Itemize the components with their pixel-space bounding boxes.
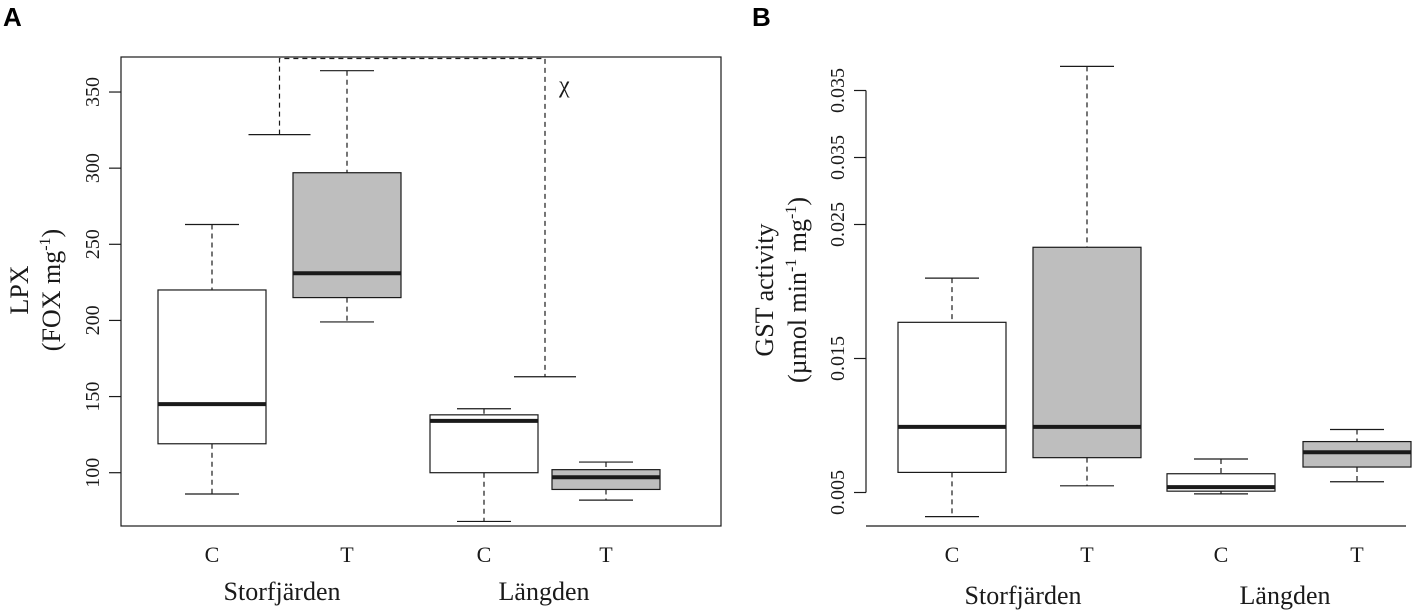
x-category-label: T: [1080, 542, 1094, 567]
panel-b-y-axis: 0.005 0.015 0.025 0.035 0.035: [827, 68, 867, 515]
box-storfjrden-c: [897, 277, 1007, 518]
panel-a-significance-bracket: χ: [248, 57, 576, 378]
x-category-label: T: [599, 542, 613, 567]
panel-a-ylabel-line1: LPX: [5, 265, 34, 314]
box-storfjrden-t: [292, 70, 402, 323]
y-tick-label: 250: [82, 229, 104, 259]
iqr-box: [157, 289, 267, 445]
bracket-dashed-line: [278, 57, 546, 377]
panel-b-ylabel-line2-end: ): [783, 197, 812, 206]
x-category-label: C: [945, 542, 960, 567]
panel-b-y-axis-title: GST activity (µmol min-1 mg-1): [750, 197, 812, 383]
box-storfjrden-t: [1032, 65, 1142, 487]
panel-b-ylabel-line2-sup1: -1: [783, 259, 800, 272]
panel-b-ylabel-line1: GST activity: [750, 223, 779, 356]
y-tick-label: 200: [82, 305, 104, 335]
iqr-box: [551, 469, 661, 491]
x-group-label: Storfjärden: [965, 581, 1082, 610]
panel-a-ylabel-line2: (FOX mg-1): [37, 229, 66, 351]
x-category-label: T: [1350, 542, 1364, 567]
x-category-label: C: [205, 542, 220, 567]
x-category-label: T: [340, 542, 354, 567]
bracket-significance-symbol: χ: [558, 73, 570, 99]
x-category-label: C: [477, 542, 492, 567]
y-tick-label: 100: [82, 458, 104, 488]
iqr-box: [429, 414, 539, 474]
iqr-box: [897, 321, 1007, 474]
iqr-box: [1032, 246, 1142, 459]
iqr-box: [1302, 440, 1412, 468]
box-lngden-t: [1302, 428, 1412, 483]
panel-b-boxes: [897, 65, 1412, 518]
panel-b-ylabel-line2-sup2: -1: [783, 206, 800, 219]
panel-b-ylabel-line2-mid: mg: [783, 219, 812, 259]
panel-a-ylabel-line2-main: (FOX mg: [37, 251, 66, 351]
box-lngden-t: [551, 461, 661, 501]
panel-a-y-axis-title: LPX (FOX mg-1): [5, 229, 66, 351]
x-category-label: C: [1214, 542, 1229, 567]
y-tick-label: 0.035: [827, 68, 849, 113]
y-tick-label: 0.035: [827, 135, 849, 180]
y-tick-label: 0.025: [827, 202, 849, 247]
y-tick-label: 0.015: [827, 336, 849, 381]
box-lngden-c: [1166, 458, 1276, 495]
panel-a-y-axis: 100 150 200 250 300 350: [82, 77, 121, 488]
box-storfjrden-c: [157, 223, 267, 495]
panel-a-letter: A: [3, 2, 22, 32]
y-tick-label: 300: [82, 153, 104, 183]
panel-a-x-axis: C T C T Storfjärden Längden: [205, 542, 614, 606]
panel-a-ylabel-line2-end: ): [37, 229, 66, 238]
panel-a-plot-frame: [120, 56, 722, 527]
panel-a-boxes: [157, 70, 661, 523]
panel-a-ylabel-line2-sup: -1: [37, 237, 54, 250]
box-lngden-c: [429, 408, 539, 523]
panel-b-ylabel-line2-main: (µmol min: [783, 272, 812, 383]
x-group-label: Storfjärden: [224, 577, 341, 606]
panel-b-ylabel-line2: (µmol min-1 mg-1): [783, 197, 812, 383]
panel-b-letter: B: [752, 2, 771, 32]
y-tick-label: 150: [82, 382, 104, 412]
y-tick-label: 0.005: [827, 470, 849, 515]
panel-a: A 100 150 200 250 300 350 C T C T Storfjärden Läng…: [3, 2, 722, 606]
x-group-label: Längden: [1240, 581, 1331, 610]
panel-b-x-axis: C T C T Storfjärden Längden: [866, 525, 1406, 610]
panel-b: B 0.005 0.015 0.025 0.035 0.035 C T C T Storfjär…: [750, 2, 1412, 610]
iqr-box: [292, 172, 402, 299]
y-tick-label: 350: [82, 77, 104, 107]
x-group-label: Längden: [499, 577, 590, 606]
